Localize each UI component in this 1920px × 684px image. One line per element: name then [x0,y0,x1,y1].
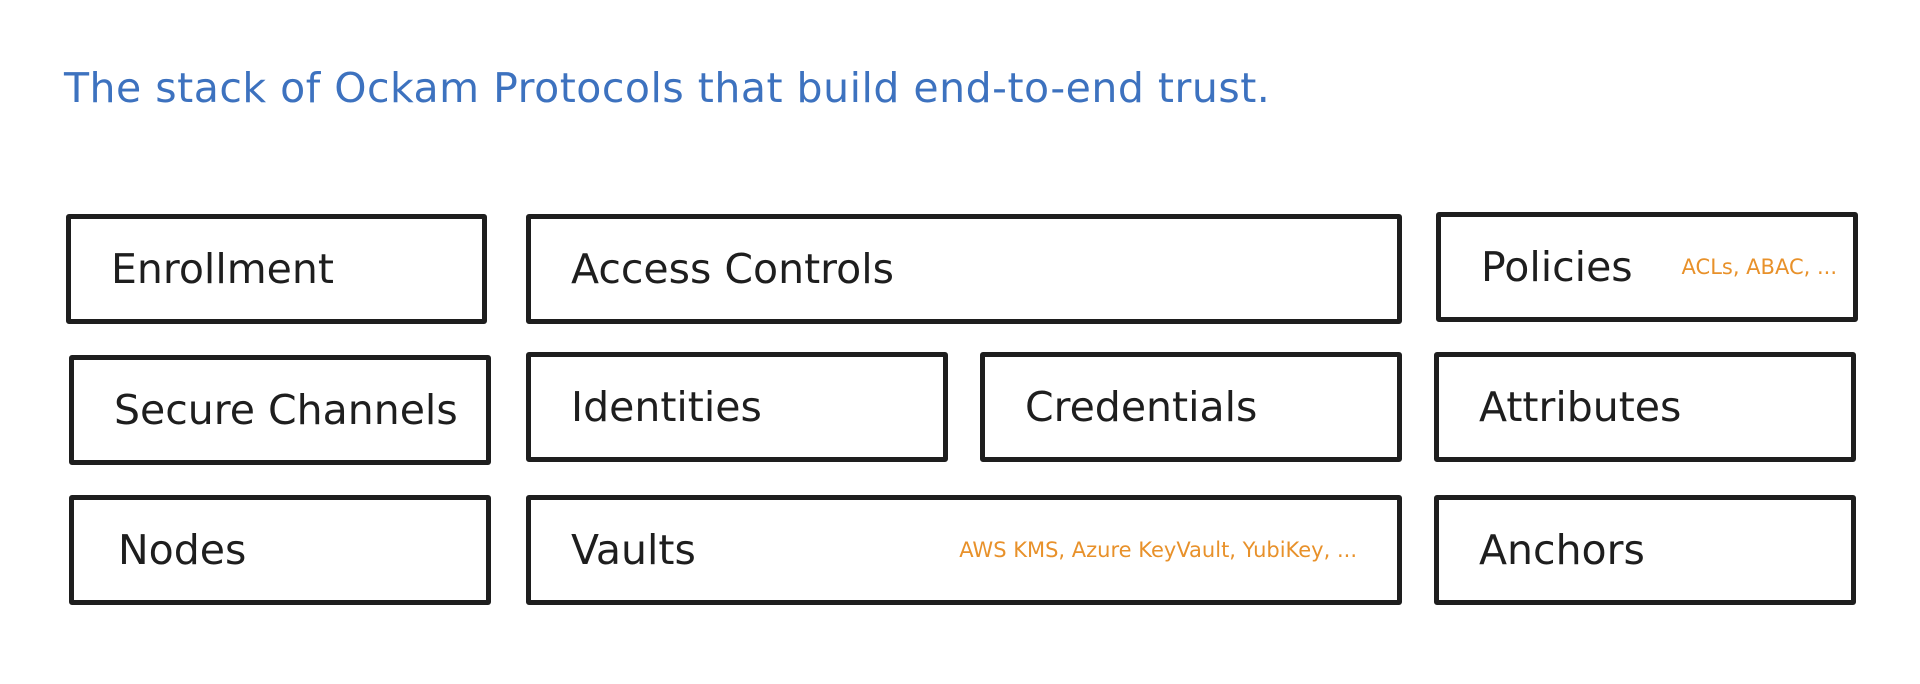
secure-channels-box: Secure Channels [69,355,491,465]
anchors-box: Anchors [1434,495,1856,605]
nodes-label: Nodes [118,526,247,574]
secure-channels-label: Secure Channels [114,386,458,434]
diagram-title: The stack of Ockam Protocols that build … [64,64,1271,112]
anchors-label: Anchors [1479,526,1645,574]
policies-label: Policies [1481,243,1633,291]
identities-box: Identities [526,352,948,462]
policies-box: Policies ACLs, ABAC, ... [1436,212,1858,322]
vaults-box: Vaults AWS KMS, Azure KeyVault, YubiKey,… [526,495,1402,605]
attributes-label: Attributes [1479,383,1682,431]
vaults-note: AWS KMS, Azure KeyVault, YubiKey, ... [959,538,1357,562]
access-controls-label: Access Controls [571,245,894,293]
nodes-box: Nodes [69,495,491,605]
enrollment-label: Enrollment [111,245,334,293]
identities-label: Identities [571,383,762,431]
vaults-label: Vaults [571,526,696,574]
access-controls-box: Access Controls [526,214,1402,324]
enrollment-box: Enrollment [66,214,487,324]
attributes-box: Attributes [1434,352,1856,462]
credentials-box: Credentials [980,352,1402,462]
credentials-label: Credentials [1025,383,1258,431]
policies-note: ACLs, ABAC, ... [1681,255,1837,279]
